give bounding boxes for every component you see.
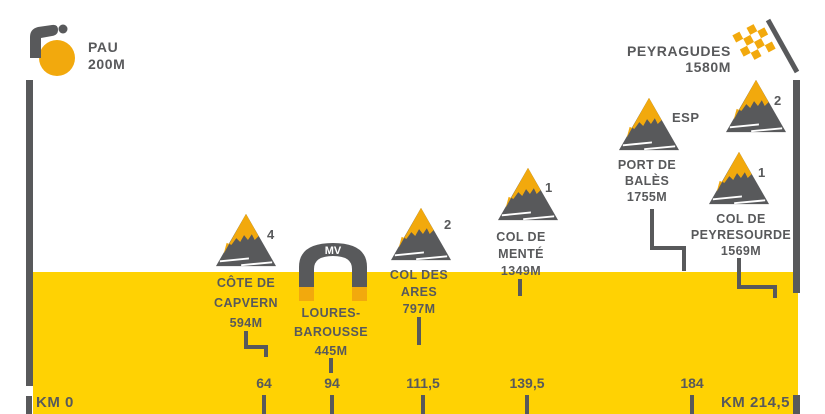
connector-peyresourde: [737, 258, 741, 289]
km-finish-label: KM 214,5: [720, 394, 790, 411]
climb-altitude: 1569M: [720, 244, 762, 258]
climb-name-line: CÔTE DE: [216, 276, 276, 290]
finish-flag-icon: [732, 18, 800, 74]
climb-label-bales: PORT DE BALÈS 1755M: [582, 157, 712, 205]
mountain-icon-ares: [390, 206, 452, 262]
connector-bales: [650, 209, 654, 250]
climb-name-line: CAPVERN: [214, 296, 278, 310]
km-finish-tick: [793, 395, 800, 414]
climb-label-ares: COL DES ARES 797M: [354, 267, 484, 318]
climb-label-capvern: CÔTE DE CAPVERN 594M: [181, 273, 311, 333]
finish-altitude-label: 1580M: [685, 59, 731, 75]
climb-name-line: COL DE: [716, 212, 766, 226]
climb-label-mente: COL DE MENTÉ 1349M: [456, 229, 586, 280]
climb-name-line: COL DE: [496, 230, 546, 244]
start-town-label: PAU: [88, 39, 119, 55]
km-tick-label-184: 184: [680, 375, 704, 391]
km-tick: [262, 395, 266, 414]
connector-capvern: [264, 345, 268, 357]
start-altitude-label: 200M: [88, 56, 126, 72]
connector-bales: [650, 246, 686, 250]
climb-altitude: 1349M: [500, 264, 542, 278]
climb-altitude: 797M: [402, 302, 436, 316]
connector-bales: [682, 246, 686, 271]
connector-mente: [518, 279, 522, 296]
cyclist-logo-icon: [30, 24, 75, 76]
sprint-badge-label: MV: [325, 245, 342, 257]
climb-name-line: MENTÉ: [498, 247, 544, 261]
connector-peyresourde: [737, 285, 777, 289]
km-tick: [330, 395, 334, 414]
climb-name-line: PORT DE: [617, 158, 677, 172]
km-tick-label-94: 94: [324, 375, 340, 391]
km-tick: [525, 395, 529, 414]
climb-name-line: ARES: [400, 285, 438, 299]
km-tick-label-139-5: 139,5: [509, 375, 545, 391]
course-band: [33, 272, 798, 414]
category-badge-capvern: 4: [267, 227, 275, 242]
sprint-altitude: 445M: [314, 344, 348, 358]
climb-altitude: 594M: [229, 316, 263, 330]
climb-altitude: 1755M: [626, 190, 668, 204]
category-badge-mente: 1: [545, 180, 553, 195]
km-tick: [421, 395, 425, 414]
category-badge-peyresourde: 1: [758, 165, 766, 180]
category-badge-bales: ESP: [672, 110, 700, 125]
climb-name-line: BALÈS: [624, 174, 670, 188]
km-start-label: KM 0: [36, 394, 74, 411]
km-tick-label-64: 64: [256, 375, 272, 391]
connector-peyresourde: [773, 285, 777, 298]
sprint-label-loures-barousse: LOURES- BAROUSSE 445M: [266, 304, 396, 361]
category-badge-ares: 2: [444, 217, 452, 232]
profile-right-edge: [793, 80, 800, 293]
km-start-tick: [26, 396, 32, 414]
connector-ares: [417, 317, 421, 345]
connector-loures: [329, 358, 333, 373]
km-tick: [690, 395, 694, 414]
climb-name-line: COL DES: [389, 268, 449, 282]
climb-name-line: PEYRESOURDE: [690, 228, 792, 242]
finish-town-label: PEYRAGUDES: [626, 43, 731, 59]
sprint-arch-icon: MV: [299, 243, 367, 301]
connector-capvern: [244, 345, 268, 349]
connector-capvern: [244, 331, 248, 349]
sprint-name-line: LOURES-: [301, 306, 361, 320]
km-tick-label-111-5: 111,5: [406, 375, 440, 391]
sprint-name-line: BAROUSSE: [293, 325, 369, 339]
category-badge-peyragudes: 2: [774, 93, 782, 108]
profile-left-edge: [26, 80, 33, 386]
mountain-icon-bales: [618, 96, 680, 152]
climb-label-peyresourde: COL DE PEYRESOURDE 1569M: [676, 211, 806, 259]
